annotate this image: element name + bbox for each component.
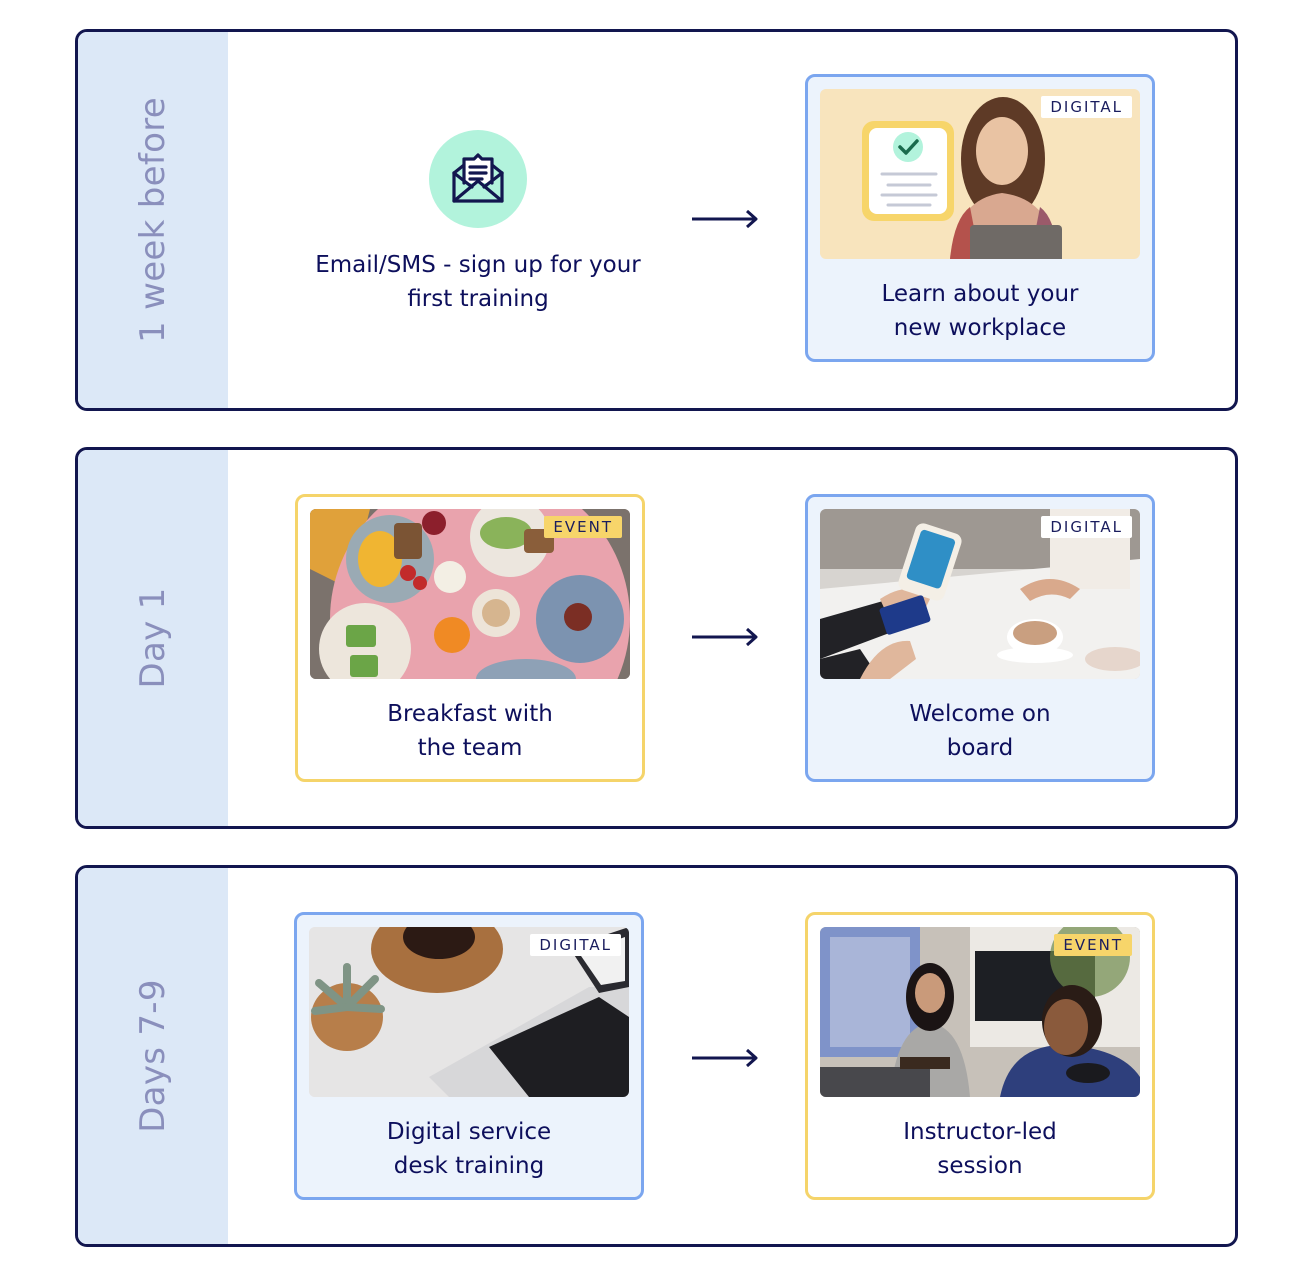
card-title: Welcome on board	[909, 701, 1051, 761]
event-badge: EVENT	[1054, 934, 1132, 956]
breakfast-table-photo: EVENT	[310, 509, 630, 679]
card-welcome-on-board[interactable]: DIGITAL Welcome on board	[805, 494, 1155, 782]
email-sms-text: Email/SMS - sign up for your first train…	[315, 252, 641, 312]
digital-badge: DIGITAL	[530, 934, 621, 956]
card-instructor-led-session[interactable]: EVENT Instructor-led session	[805, 912, 1155, 1200]
arrow-right-icon	[692, 1048, 758, 1068]
card-title: Breakfast with the team	[387, 701, 553, 761]
card-title: Learn about your new workplace	[881, 281, 1079, 341]
stage-1-week-before: 1 week before Email/SMS - sign up for yo…	[75, 29, 1238, 411]
laptop-and-succulent-photo: DIGITAL	[309, 927, 629, 1097]
stage-label: 1 week before	[133, 97, 173, 343]
arrow-right-icon	[692, 627, 758, 647]
card-learn-workplace[interactable]: DIGITAL Learn about your new workplace	[805, 74, 1155, 362]
card-title: Instructor-led session	[903, 1119, 1057, 1179]
stage-label-column: 1 week before	[78, 32, 228, 408]
arrow-right-icon	[692, 209, 758, 229]
stage-label: Day 1	[133, 587, 173, 689]
woman-with-tablet-checklist-illustration: DIGITAL	[820, 89, 1140, 259]
stage-label: Days 7-9	[133, 979, 173, 1133]
digital-badge: DIGITAL	[1041, 96, 1132, 118]
stage-label-column: Day 1	[78, 450, 228, 826]
stage-days-7-9: Days 7-9 DIGITAL	[75, 865, 1238, 1247]
envelope-open-letter-icon	[429, 130, 527, 228]
card-payment-cafe-photo: DIGITAL	[820, 509, 1140, 679]
event-badge: EVENT	[544, 516, 622, 538]
card-title: Digital service desk training	[386, 1119, 552, 1179]
stage-label-column: Days 7-9	[78, 868, 228, 1244]
card-digital-service-desk[interactable]: DIGITAL Digital service desk training	[294, 912, 644, 1200]
stage-day-1: Day 1	[75, 447, 1238, 829]
card-breakfast-team[interactable]: EVENT Breakfast with the team	[295, 494, 645, 782]
office-colleagues-photo: EVENT	[820, 927, 1140, 1097]
email-sms-step: Email/SMS - sign up for your first train…	[308, 130, 648, 316]
digital-badge: DIGITAL	[1041, 516, 1132, 538]
